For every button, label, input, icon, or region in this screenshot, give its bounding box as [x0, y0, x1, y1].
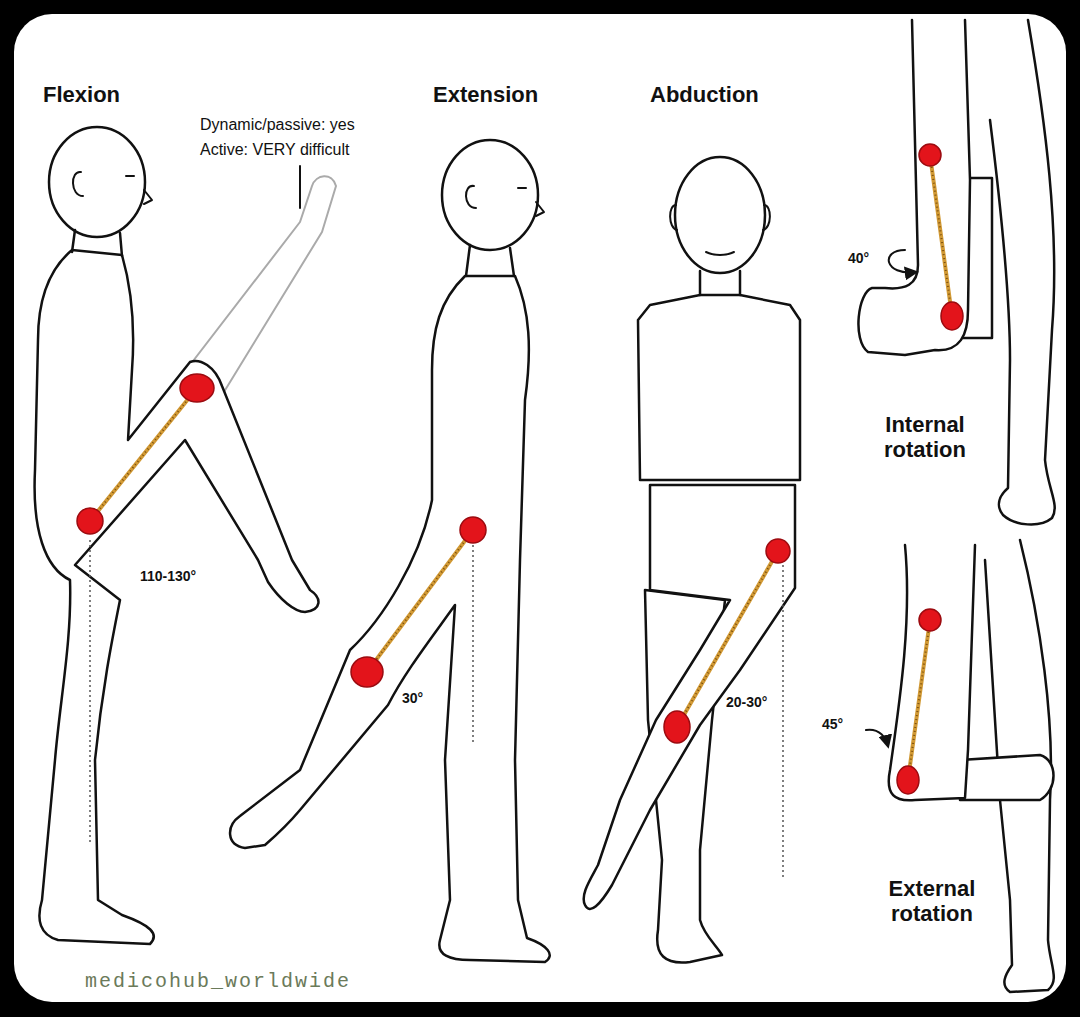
motion-heading: Flexion	[43, 82, 120, 107]
angle-guides-part	[90, 540, 783, 880]
angle-label: 110-130°	[140, 568, 196, 584]
abduction-figure-part	[638, 295, 800, 480]
flexion-figure-part	[49, 127, 145, 237]
segment-lines	[90, 155, 952, 780]
motion-heading: Internal rotation	[865, 412, 985, 463]
angle-label: 40°	[848, 250, 869, 266]
motion-heading: External rotation	[865, 876, 999, 927]
abduction-figure	[584, 157, 800, 963]
motion-heading: Abduction	[650, 82, 759, 107]
flexion-figure-part	[144, 190, 152, 204]
joint-markers-part	[766, 539, 790, 563]
extension-figure-part	[536, 202, 544, 216]
joint-markers-part	[460, 517, 486, 543]
internal-rotation-figure-part	[858, 20, 970, 355]
external-rotation-figure-part	[960, 755, 1054, 800]
joint-markers	[77, 144, 963, 794]
extension-figure-part	[518, 187, 526, 189]
external-rotation-figure-part	[866, 730, 888, 746]
abduction-figure-part	[670, 205, 770, 230]
external-rotation-figure-part	[889, 545, 975, 800]
segment-lines-part	[90, 155, 952, 780]
flexion-figure-part	[35, 250, 319, 944]
abduction-figure-part	[706, 252, 734, 255]
internal-rotation-figure-part	[990, 20, 1055, 524]
external-rotation-figure	[866, 540, 1054, 992]
extension-figure-part	[230, 276, 550, 962]
angle-guides	[90, 540, 783, 880]
extension-figure-part	[466, 186, 476, 208]
flexion-figure-part	[126, 175, 134, 177]
flexion-figure-part	[72, 230, 122, 256]
joint-markers-part	[180, 374, 214, 402]
angle-label: 45°	[822, 716, 843, 732]
annotation: Dynamic/passive: yes	[200, 116, 355, 134]
segment-lines-part	[90, 155, 952, 780]
internal-rotation-figure-part	[889, 250, 916, 272]
joint-markers-part	[919, 144, 941, 166]
panel	[14, 14, 1066, 1002]
abduction-figure-part	[675, 157, 765, 273]
joint-markers-part	[941, 302, 963, 330]
flexion-figure-part	[73, 172, 83, 196]
internal-rotation-figure	[858, 20, 1054, 524]
abduction-figure-part	[700, 271, 740, 295]
annotation: Active: VERY difficult	[200, 141, 349, 159]
extension-figure-part	[442, 140, 538, 250]
extension-figure-part	[466, 245, 514, 276]
angle-label: 30°	[402, 690, 423, 706]
joint-markers-part	[351, 657, 383, 687]
angle-label: 20-30°	[726, 694, 767, 710]
joint-markers-part	[77, 508, 103, 534]
motion-heading: Extension	[433, 82, 538, 107]
joint-markers-part	[919, 609, 941, 631]
abduction-figure-part	[584, 485, 795, 909]
extension-figure	[230, 140, 550, 962]
joint-markers-part	[897, 766, 919, 794]
flexion-figure-part	[299, 166, 301, 208]
watermark: medicohub_worldwide	[85, 970, 351, 993]
joint-markers-part	[664, 711, 690, 743]
